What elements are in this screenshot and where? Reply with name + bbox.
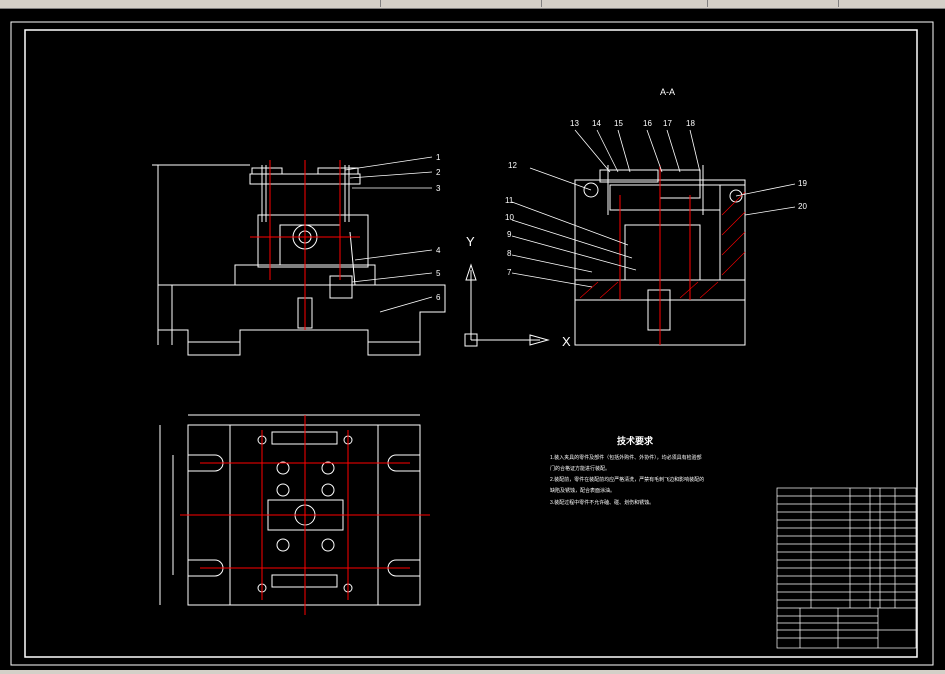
part-number-15: 15 bbox=[614, 119, 623, 128]
part-number-5: 5 bbox=[436, 269, 441, 278]
part-number-18: 18 bbox=[686, 119, 695, 128]
part-number-9: 9 bbox=[507, 230, 512, 239]
part-number-13: 13 bbox=[570, 119, 579, 128]
toolbar-segment[interactable] bbox=[0, 0, 381, 7]
part-number-16: 16 bbox=[643, 119, 652, 128]
part-number-10: 10 bbox=[505, 213, 514, 222]
front-view-leaders bbox=[344, 156, 433, 313]
section-view-leaders bbox=[511, 129, 796, 288]
inner-frame bbox=[24, 29, 918, 658]
toolbar-segment[interactable] bbox=[840, 0, 945, 7]
part-number-14: 14 bbox=[592, 119, 601, 128]
front-view-part-numbers: 1 2 3 4 5 6 bbox=[436, 153, 441, 302]
tech-line-4: 缺陷及锈蚀，配合表面涂油。 bbox=[550, 487, 615, 494]
section-view-part-numbers: 13 14 15 16 17 18 19 20 12 11 10 9 8 7 bbox=[505, 119, 807, 277]
front-view-centerlines bbox=[250, 160, 360, 330]
front-view bbox=[152, 164, 446, 356]
part-number-2: 2 bbox=[436, 168, 441, 177]
outer-frame bbox=[10, 21, 934, 666]
axis-label-y: Y bbox=[466, 234, 475, 249]
toolbar-segment[interactable] bbox=[542, 0, 708, 7]
part-number-19: 19 bbox=[798, 179, 807, 188]
tech-line-3: 2.装配前，零件在装配前均应严格清洗，严禁有毛刺飞边和影响装配的 bbox=[550, 476, 704, 483]
part-number-8: 8 bbox=[507, 249, 512, 258]
toolbar-segment[interactable] bbox=[381, 0, 542, 7]
drawing-canvas[interactable]: 1 2 3 4 5 6 Y X A-A bbox=[0, 9, 945, 674]
section-view-centerlines bbox=[619, 165, 691, 345]
part-number-6: 6 bbox=[436, 293, 441, 302]
tech-line-2: 门的合格证方能进行装配。 bbox=[550, 465, 610, 472]
part-number-4: 4 bbox=[436, 246, 441, 255]
tech-line-5: 3.装配过程中零件不允许磕、碰、划伤和锈蚀。 bbox=[550, 499, 654, 506]
part-number-3: 3 bbox=[436, 184, 441, 193]
top-view bbox=[159, 414, 421, 606]
part-number-17: 17 bbox=[663, 119, 672, 128]
part-number-20: 20 bbox=[798, 202, 807, 211]
title-block bbox=[776, 487, 917, 649]
top-view-centerlines bbox=[180, 415, 430, 615]
toolbar bbox=[0, 0, 945, 9]
tech-title: 技术要求 bbox=[617, 435, 654, 446]
part-number-1: 1 bbox=[436, 153, 441, 162]
part-number-12: 12 bbox=[508, 161, 517, 170]
toolbar-segment[interactable] bbox=[708, 0, 839, 7]
section-label: A-A bbox=[660, 87, 675, 97]
part-number-7: 7 bbox=[507, 268, 512, 277]
section-view-hatching bbox=[579, 191, 746, 299]
technical-requirements: 技术要求 1.装入夹具的零件及部件（包括外购件、外协件），均必须具有检验部 门的… bbox=[550, 435, 704, 506]
ucs-icon bbox=[464, 263, 550, 347]
tech-line-1: 1.装入夹具的零件及部件（包括外购件、外协件），均必须具有检验部 bbox=[550, 454, 702, 461]
part-number-11: 11 bbox=[505, 196, 514, 205]
axis-label-x: X bbox=[562, 334, 571, 349]
status-bar bbox=[0, 670, 945, 674]
